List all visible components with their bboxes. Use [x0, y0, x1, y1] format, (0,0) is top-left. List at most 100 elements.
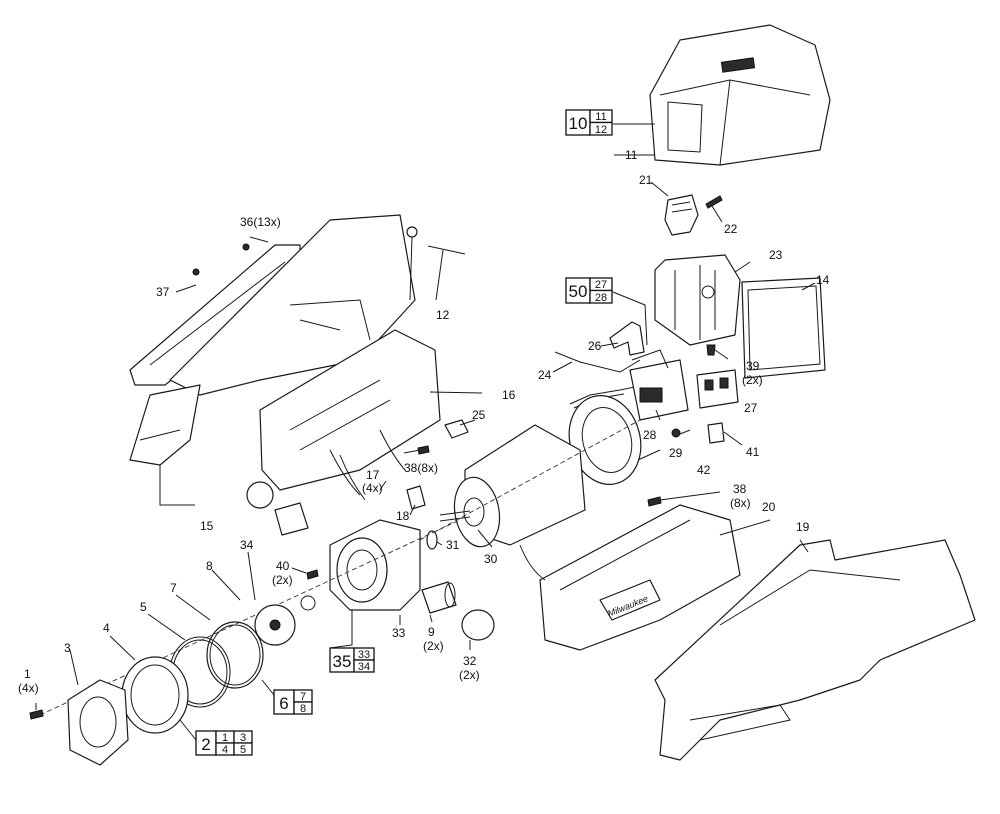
callout-31: 31 [446, 538, 460, 552]
callout-8: 8 [206, 559, 213, 573]
end-cap-part [568, 394, 642, 486]
kit-50-b: 28 [595, 292, 607, 304]
latch-part [664, 194, 699, 236]
o-ring-7 [206, 621, 264, 689]
callout-29: 29 [669, 446, 683, 460]
kit-box-35: 35 33 34 [329, 647, 375, 673]
kit-2-c: 4 [222, 744, 228, 756]
kit-2-b: 3 [240, 732, 246, 744]
front-cover-3 [67, 679, 129, 766]
clip-17 [339, 454, 366, 501]
callouts: 1 (4x) 3 4 5 7 8 34 40 (2x) 33 9 (2x) 32… [18, 148, 830, 695]
motor-part [419, 419, 641, 548]
kit-6-main: 6 [279, 694, 288, 713]
callout-23: 23 [769, 248, 783, 262]
kit-35-main: 35 [333, 652, 352, 671]
control-board-part [629, 349, 689, 421]
screw-38-lower [647, 496, 662, 507]
washer-31 [426, 530, 438, 550]
cap-upper [246, 481, 274, 509]
callout-37: 37 [156, 285, 170, 299]
kit-6-b: 8 [300, 703, 306, 715]
lower-front-part [129, 384, 201, 466]
callout-1: 1 [24, 667, 31, 681]
callout-38-lower-qty: (8x) [730, 496, 751, 510]
panel-part [741, 277, 826, 379]
block-25 [444, 419, 469, 439]
callout-22: 22 [724, 222, 738, 236]
motor-housing-part [519, 504, 741, 651]
screw-40 [306, 569, 319, 580]
spring-part [705, 195, 723, 209]
callout-17: 17 [366, 468, 380, 482]
callout-28: 28 [643, 428, 657, 442]
callout-1-qty: (4x) [18, 681, 39, 695]
kit-10-a: 11 [595, 111, 606, 123]
kit-box-50: 50 27 28 [565, 277, 613, 304]
callout-18: 18 [396, 509, 410, 523]
cap-32 [461, 609, 495, 641]
callout-7: 7 [170, 581, 177, 595]
kit-2-main: 2 [201, 735, 210, 754]
callout-36: 36(13x) [240, 215, 281, 229]
kit-2-a: 1 [222, 732, 228, 744]
callout-9-qty: (2x) [423, 639, 444, 653]
switch-lever-part [609, 321, 645, 356]
callout-41: 41 [746, 445, 760, 459]
callout-33: 33 [392, 626, 406, 640]
callout-5: 5 [140, 600, 147, 614]
connector-27 [696, 369, 739, 409]
kit-50-main: 50 [569, 282, 588, 301]
bracket-part [654, 254, 741, 346]
callout-9: 9 [428, 625, 435, 639]
fitting-upper [274, 502, 309, 536]
clip-41 [707, 422, 725, 444]
kit-2-d: 5 [240, 744, 246, 756]
base-part [654, 539, 976, 761]
callout-21: 21 [639, 173, 653, 187]
kit-box-6: 6 7 8 [273, 689, 313, 715]
callout-24: 24 [538, 368, 552, 382]
kit-10-b: 12 [595, 124, 607, 136]
callout-11: 11 [625, 148, 638, 162]
callout-38-upper: 38(8x) [404, 461, 438, 475]
screw-1 [29, 709, 44, 720]
upper-housing-part [169, 214, 418, 396]
callout-19: 19 [796, 520, 810, 534]
callout-20: 20 [762, 500, 776, 514]
callout-4: 4 [103, 621, 110, 635]
callout-15: 15 [200, 519, 214, 533]
callout-14: 14 [816, 273, 830, 287]
kit-6-a: 7 [300, 691, 306, 703]
screw-38-upper [417, 445, 430, 455]
kit-box-2: 2 1 3 4 5 [195, 730, 253, 756]
callout-25: 25 [472, 408, 486, 422]
callout-39: 39 [746, 359, 760, 373]
pump-head-part [39, 519, 461, 716]
kit-10-main: 10 [569, 114, 588, 133]
callout-17-qty: (4x) [362, 481, 383, 495]
callout-42: 42 [697, 463, 711, 477]
callout-34: 34 [240, 538, 254, 552]
callout-39-qty: (2x) [742, 373, 763, 387]
mid-housing-part [259, 329, 441, 496]
screw-42 [671, 428, 681, 438]
key-18 [406, 485, 426, 510]
callout-30: 30 [484, 552, 498, 566]
top-cover-part [649, 24, 831, 166]
kit-box-10: 10 11 12 [565, 109, 613, 136]
ring-4 [121, 656, 189, 734]
fitting-9 [421, 581, 457, 614]
rod-12 [427, 245, 466, 255]
callout-32: 32 [463, 654, 477, 668]
callout-27: 27 [744, 401, 758, 415]
callout-32-qty: (2x) [459, 668, 480, 682]
callout-40-qty: (2x) [272, 573, 293, 587]
kit-35-a: 33 [358, 649, 370, 661]
kit-35-b: 34 [358, 661, 370, 673]
callout-3: 3 [64, 641, 71, 655]
screw-39 [706, 344, 716, 356]
kit-50-a: 27 [595, 279, 607, 291]
callout-40: 40 [276, 559, 290, 573]
